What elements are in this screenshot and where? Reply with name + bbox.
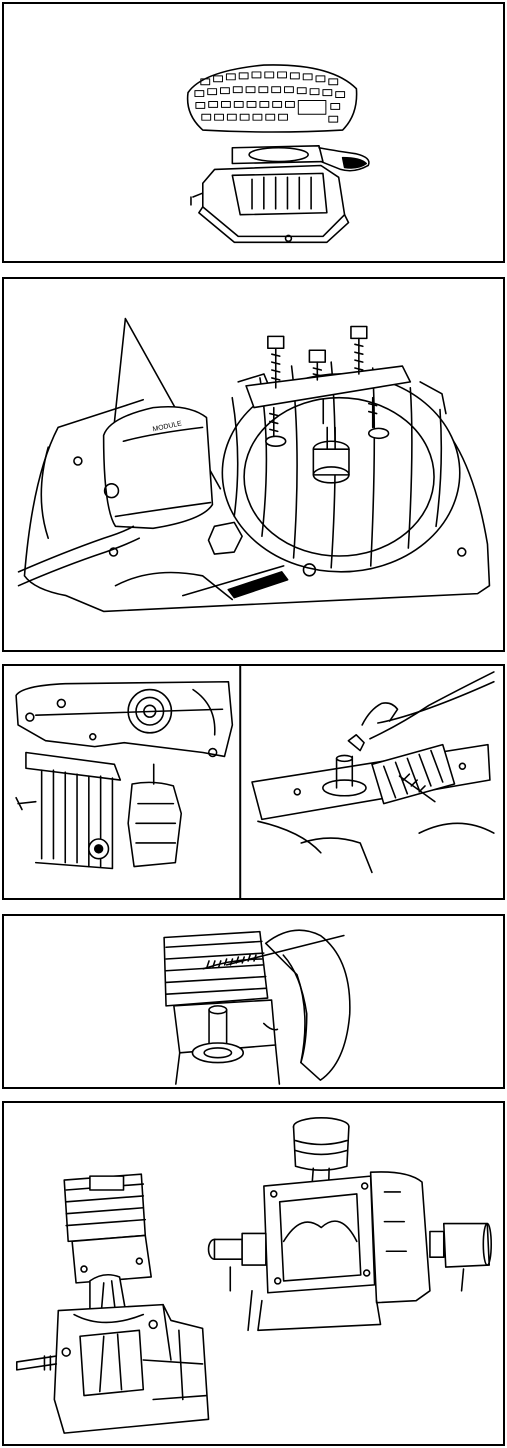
cylinder-crankcase-view — [17, 1174, 209, 1433]
figure-engine-views — [2, 664, 505, 900]
air-filter-illustration — [4, 4, 503, 261]
cylinder-spring-illustration — [4, 916, 503, 1087]
piston-assembly-view — [209, 1118, 492, 1331]
engine-underside-view — [16, 682, 232, 869]
figure-crankcase-piston — [2, 1101, 505, 1446]
engine-views-illustration — [4, 666, 503, 898]
figure-flywheel-puller: MODULE — [2, 277, 505, 652]
flywheel-puller-illustration: MODULE — [4, 279, 503, 650]
crankcase-piston-illustration — [4, 1103, 503, 1444]
figure-air-filter — [2, 2, 505, 263]
figure-cylinder-spring — [2, 914, 505, 1089]
crankshaft-removal-view — [252, 672, 494, 873]
